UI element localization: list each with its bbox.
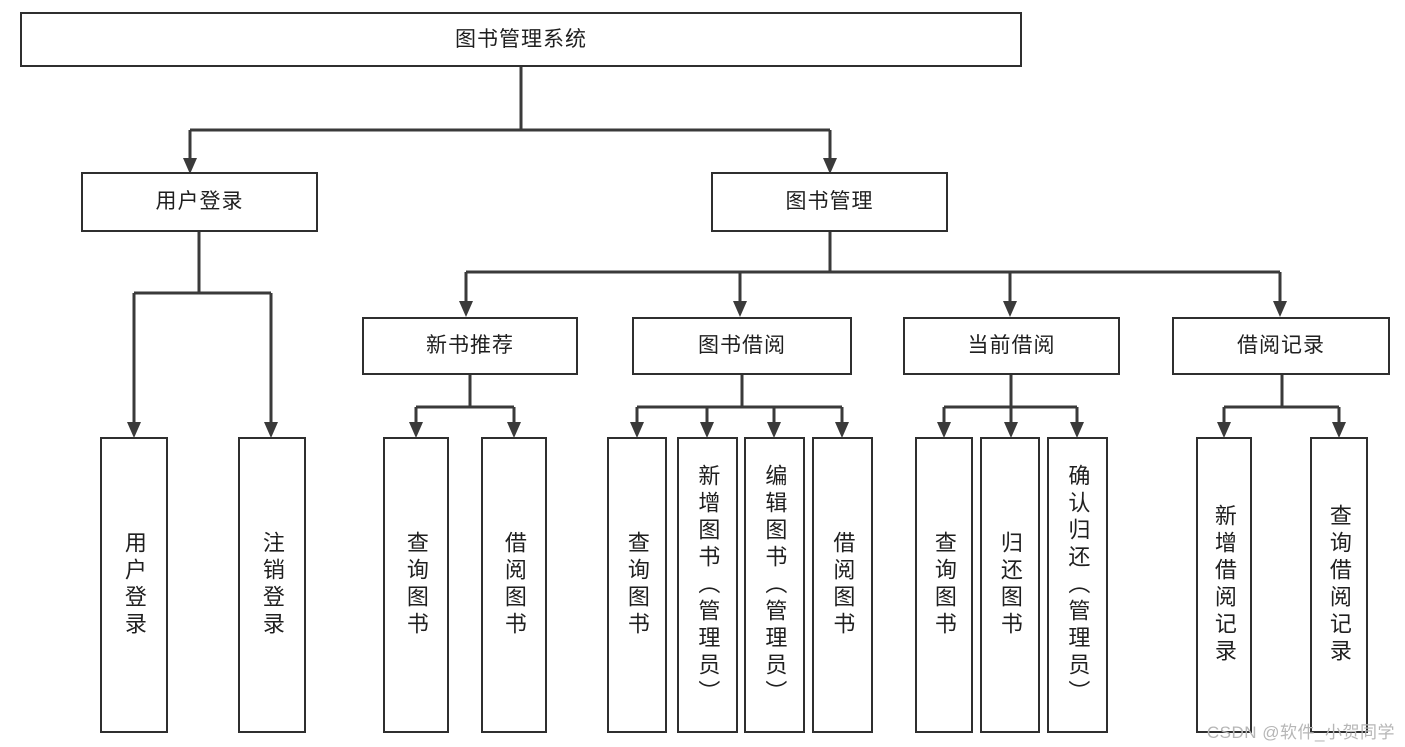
node-label: 注销登录: [259, 531, 285, 639]
leaf-current-borrow-return-book[interactable]: 归还图书: [980, 437, 1040, 733]
leaf-book-borrow-query-book[interactable]: 查询图书: [607, 437, 667, 733]
node-label: 新书推荐: [426, 334, 514, 358]
node-label: 查询图书: [931, 531, 957, 639]
leaf-new-book-query-book[interactable]: 查询图书: [383, 437, 449, 733]
node-label: 图书管理: [785, 190, 874, 214]
leaf-book-borrow-borrow-book[interactable]: 借阅图书: [812, 437, 873, 733]
node-label: 图书管理系统: [455, 27, 587, 51]
node-label: 当前借阅: [967, 334, 1056, 358]
node-label: 查询图书: [624, 531, 650, 639]
node-label: 编辑图书（管理员）: [762, 463, 788, 707]
leaf-current-borrow-confirm-return-admin[interactable]: 确认归还（管理员）: [1047, 437, 1108, 733]
leaf-book-borrow-edit-book-admin[interactable]: 编辑图书（管理员）: [744, 437, 805, 733]
leaf-user-login-login[interactable]: 用户登录: [100, 437, 168, 733]
node-label: 确认归还（管理员）: [1065, 463, 1091, 707]
node-label: 图书借阅: [698, 334, 786, 358]
leaf-book-borrow-add-book-admin[interactable]: 新增图书（管理员）: [677, 437, 738, 733]
watermark-text: CSDN @软件_小贺同学: [1206, 723, 1395, 742]
leaf-current-borrow-query-book[interactable]: 查询图书: [915, 437, 973, 733]
node-new-book-recommend[interactable]: 新书推荐: [362, 317, 578, 375]
node-user-login[interactable]: 用户登录: [81, 172, 318, 232]
node-label: 归还图书: [997, 531, 1023, 639]
node-current-borrow[interactable]: 当前借阅: [903, 317, 1120, 375]
node-root-book-management-system[interactable]: 图书管理系统: [20, 12, 1022, 67]
node-label: 新增借阅记录: [1211, 504, 1237, 666]
node-label: 查询图书: [403, 531, 429, 639]
leaf-borrow-record-add-record[interactable]: 新增借阅记录: [1196, 437, 1252, 733]
leaf-user-login-logout[interactable]: 注销登录: [238, 437, 306, 733]
node-book-management[interactable]: 图书管理: [711, 172, 948, 232]
node-label: 借阅记录: [1237, 334, 1325, 358]
node-label: 新增图书（管理员）: [695, 463, 721, 707]
node-borrow-record[interactable]: 借阅记录: [1172, 317, 1390, 375]
leaf-borrow-record-query-record[interactable]: 查询借阅记录: [1310, 437, 1368, 733]
node-label: 借阅图书: [830, 531, 856, 639]
node-book-borrow[interactable]: 图书借阅: [632, 317, 852, 375]
node-label: 查询借阅记录: [1326, 504, 1352, 666]
node-label: 借阅图书: [501, 531, 527, 639]
leaf-new-book-borrow-book[interactable]: 借阅图书: [481, 437, 547, 733]
node-label: 用户登录: [121, 531, 147, 639]
node-label: 用户登录: [155, 190, 244, 214]
